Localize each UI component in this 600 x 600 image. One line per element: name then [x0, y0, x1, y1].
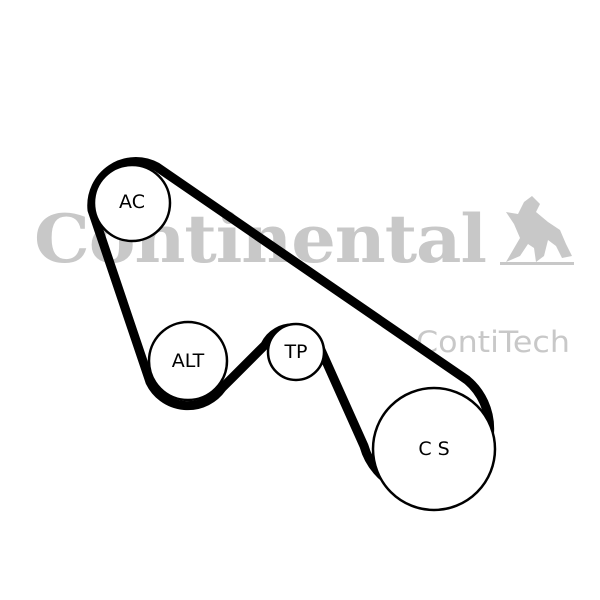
pulley-ac-circle: [92, 163, 172, 243]
pulley-cs: C S: [371, 386, 497, 512]
pulley-tp-label: TP: [283, 341, 307, 363]
pulley-ac: AC: [92, 163, 172, 243]
pulley-cs-label: C S: [418, 438, 449, 460]
pulley-alt-label: ALT: [172, 350, 205, 372]
watermark-sub-brand: ContiTech: [416, 325, 570, 359]
horse-logo-icon: [500, 196, 574, 265]
pulley-alt: ALT: [147, 320, 229, 402]
pulley-cs-circle: [371, 386, 497, 512]
pulley-tp-circle: [266, 322, 326, 382]
pulley-ac-label: AC: [119, 191, 145, 213]
pulley-tp: TP: [266, 322, 326, 382]
pulley-alt-circle: [147, 320, 229, 402]
